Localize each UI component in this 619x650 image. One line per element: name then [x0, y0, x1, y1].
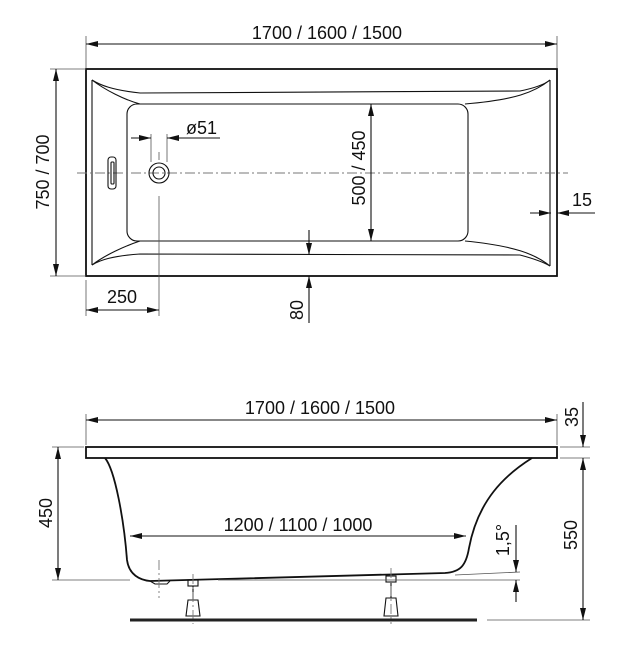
drain-offset-dimension: 250 — [85, 196, 160, 316]
side-offset-dimension: 80 — [287, 230, 312, 323]
top-width-dimension: 750 / 700 — [33, 68, 86, 277]
tub-outline-side — [85, 446, 558, 598]
top-length-dimension: 1700 / 1600 / 1500 — [85, 23, 558, 68]
side-length-label: 1700 / 1600 / 1500 — [245, 398, 395, 418]
overflow-icon — [107, 156, 117, 190]
side-view: 1700 / 1600 / 1500 1200 / 1100 / 1000 — [36, 398, 590, 624]
total-height-dimension: 550 — [487, 458, 590, 621]
basin-width-label: 500 / 450 — [349, 130, 369, 205]
top-length-label: 1700 / 1600 / 1500 — [252, 23, 402, 43]
foot-right — [383, 568, 399, 624]
drain-offset-label: 250 — [107, 287, 137, 307]
bottom-length-label: 1200 / 1100 / 1000 — [224, 515, 373, 535]
rim-label: 15 — [572, 190, 592, 210]
side-offset-label: 80 — [287, 300, 307, 320]
slope-label: 1,5° — [493, 524, 513, 556]
foot-left — [185, 574, 201, 624]
rim-dimension: 15 — [530, 190, 595, 216]
tub-outline-top — [85, 68, 558, 277]
rim-thickness-label: 35 — [562, 407, 582, 427]
drain-icon — [148, 152, 170, 184]
top-width-label: 750 / 700 — [33, 134, 53, 209]
side-length-dimension: 1700 / 1600 / 1500 — [85, 398, 558, 445]
total-height-label: 550 — [561, 520, 581, 550]
drain-diameter-dimension: ø51 — [131, 118, 220, 162]
rim-thickness-dimension: 35 — [560, 402, 590, 459]
bottom-length-dimension: 1200 / 1100 / 1000 — [130, 515, 466, 539]
basin-width-dimension: 500 / 450 — [349, 104, 374, 241]
depth-dimension: 450 — [36, 446, 130, 581]
top-view: 1700 / 1600 / 1500 ø51 — [33, 23, 595, 323]
slope-dimension: 1,5° — [218, 524, 521, 602]
depth-label: 450 — [36, 498, 56, 528]
drain-diameter-label: ø51 — [186, 118, 217, 138]
